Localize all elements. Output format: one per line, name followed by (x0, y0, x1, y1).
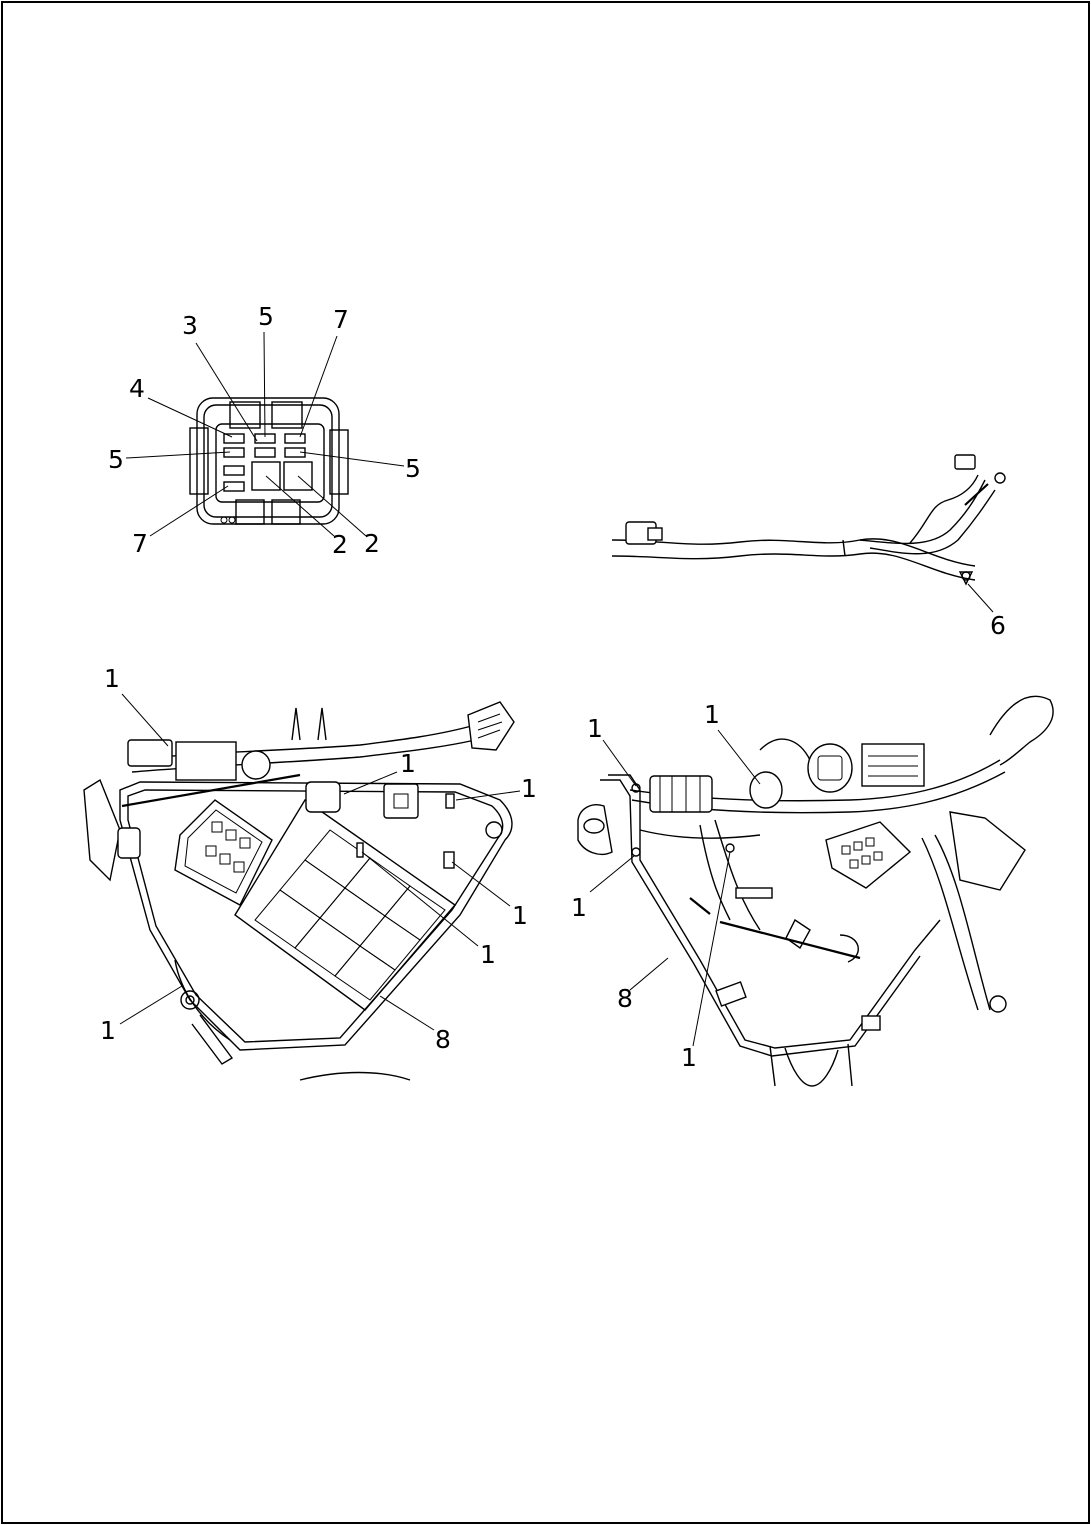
callout-1: 1 (100, 1016, 116, 1045)
callout-5: 5 (108, 445, 124, 474)
callout-7: 7 (333, 305, 349, 334)
callout-1: 1 (400, 749, 416, 778)
callout-1: 1 (571, 893, 587, 922)
left-panel-leaders (119, 693, 521, 1031)
harness-leader (967, 583, 994, 613)
fuse-block-drawing (189, 397, 349, 525)
harness-drawing (611, 454, 1006, 586)
callout-8: 8 (435, 1025, 451, 1054)
callout-2: 2 (332, 530, 348, 559)
callout-7: 7 (132, 529, 148, 558)
fuse-block-leaders (125, 331, 405, 537)
fuse-block-callouts: 3 5 7 4 5 5 7 2 2 (108, 302, 421, 559)
right-panel-drawing (577, 695, 1054, 1087)
right-panel-callouts: 1 1 1 8 1 (571, 700, 720, 1072)
callout-1: 1 (104, 664, 120, 693)
callout-1: 1 (704, 700, 720, 729)
callout-5: 5 (258, 302, 274, 331)
callout-1: 1 (681, 1043, 697, 1072)
callout-1: 1 (587, 714, 603, 743)
callout-2: 2 (364, 529, 380, 558)
left-panel-callouts: 1 1 1 1 1 1 8 (100, 664, 537, 1054)
callout-5: 5 (405, 454, 421, 483)
callout-6: 6 (990, 611, 1006, 640)
callout-3: 3 (182, 311, 198, 340)
callout-1: 1 (521, 774, 537, 803)
left-panel-drawing (83, 701, 515, 1081)
callout-4: 4 (129, 374, 145, 403)
callout-1: 1 (512, 901, 528, 930)
callout-1: 1 (480, 940, 496, 969)
callout-8: 8 (617, 984, 633, 1013)
right-panel-leaders (589, 729, 761, 1047)
